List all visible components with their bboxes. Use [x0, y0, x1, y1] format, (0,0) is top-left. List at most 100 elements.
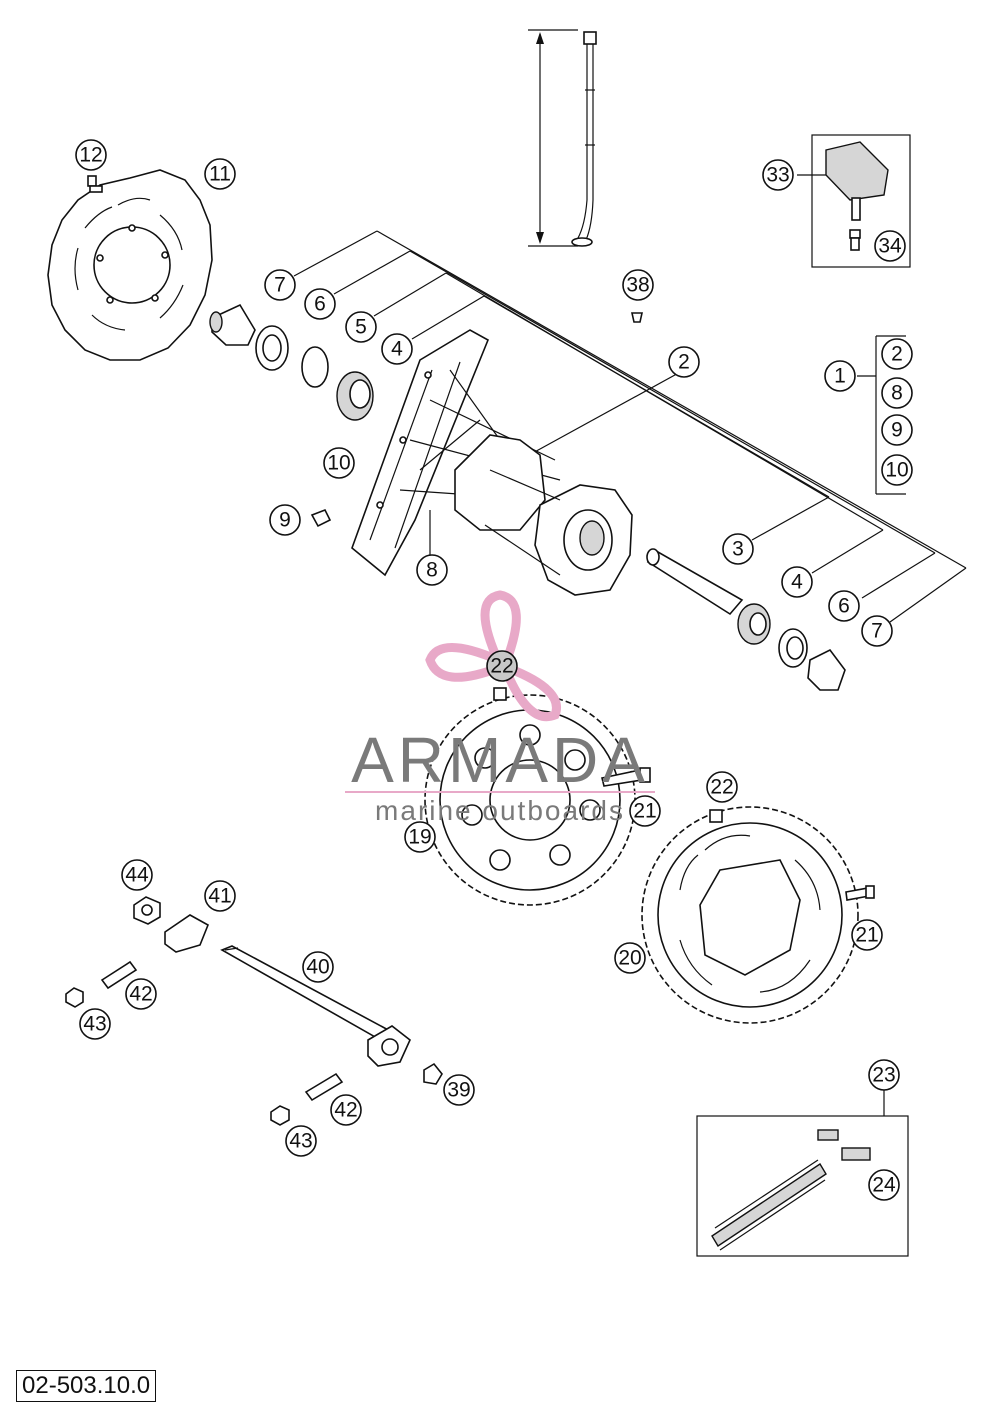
callout-label: 41: [208, 885, 231, 908]
axle-sleeve: [646, 548, 744, 616]
callout-label: 7: [274, 274, 286, 297]
sprocket-bolt-right: [845, 885, 875, 901]
callout-44: 44: [121, 859, 153, 891]
callout-7-left: 7: [264, 269, 296, 301]
callout-label: 39: [447, 1079, 470, 1102]
callout-label: 20: [618, 947, 641, 970]
chain-adjuster-left: [164, 914, 210, 953]
axle-nut: [133, 896, 161, 925]
callout-label: 21: [855, 924, 878, 947]
sprocket-bolt-left: [601, 767, 651, 787]
callout-label: 1: [834, 365, 846, 388]
left-seal: [255, 325, 289, 371]
callout-6-left: 6: [304, 288, 336, 320]
callout-label: 42: [129, 983, 152, 1006]
rim: [351, 329, 490, 577]
callout-43-left: 43: [79, 1008, 111, 1040]
left-spacer: [209, 303, 256, 346]
spoke: [571, 31, 597, 247]
callout-43-right: 43: [285, 1125, 317, 1157]
left-leader-lines: [293, 230, 967, 569]
chain-box: [696, 1090, 909, 1257]
callout-label: 7: [871, 620, 883, 643]
callout-19: 19: [404, 821, 436, 853]
callout-39: 39: [443, 1074, 475, 1106]
callout-2-kit: 2: [881, 338, 913, 370]
callout-8-left: 8: [416, 554, 448, 586]
callout-9-kit: 9: [881, 414, 913, 446]
right-leader-lines: [429, 369, 967, 623]
callout-label: 10: [885, 459, 908, 482]
right-spacer: [807, 648, 846, 691]
callout-label: 23: [872, 1064, 895, 1087]
callout-label: 38: [626, 274, 649, 297]
diagram-reference-code: 02-503.10.0: [16, 1370, 157, 1402]
callout-21-right: 21: [851, 919, 883, 951]
callout-label: 8: [891, 382, 903, 405]
adjuster-nut-right: [270, 1105, 290, 1126]
callout-label: 43: [289, 1130, 312, 1153]
callout-40: 40: [302, 951, 334, 983]
callout-7-right: 7: [861, 615, 893, 647]
adjuster-screw-right: [304, 1072, 344, 1102]
callout-label: 11: [209, 163, 231, 186]
callout-4-right: 4: [781, 566, 813, 598]
callout-label: 6: [314, 293, 326, 316]
callout-34: 34: [874, 230, 906, 262]
callout-label: 6: [838, 595, 850, 618]
callout-label: 12: [79, 144, 102, 167]
sprocket-left: [424, 694, 636, 906]
callout-label: 9: [891, 419, 903, 442]
sprocket-nut-left: [493, 687, 507, 701]
adjuster-screw-left: [100, 960, 138, 990]
callout-label: 42: [334, 1099, 357, 1122]
callout-label: 5: [355, 316, 367, 339]
callout-label: 4: [391, 338, 403, 361]
callout-label: 10: [327, 452, 350, 475]
callout-label: 19: [408, 826, 431, 849]
callout-3: 3: [722, 533, 754, 565]
callout-label: 22: [710, 776, 733, 799]
callout-label: 34: [878, 235, 902, 258]
callout-21-left: 21: [629, 795, 661, 827]
callout-5: 5: [345, 311, 377, 343]
callout-10-kit: 10: [881, 454, 913, 486]
callout-label: 4: [791, 571, 803, 594]
callout-label: 22: [490, 655, 513, 678]
callout-22-right: 22: [706, 771, 738, 803]
callout-label: 33: [766, 164, 789, 187]
brake-disc: [47, 169, 213, 361]
watermark-brand: ARMADA: [351, 724, 649, 796]
sprocket-right: [641, 806, 859, 1024]
callout-1: 1: [824, 360, 856, 392]
callout-42-right: 42: [330, 1094, 362, 1126]
callout-label: 8: [426, 559, 438, 582]
disc-bolt: [87, 175, 103, 193]
callout-label: 44: [125, 864, 149, 887]
right-seal: [778, 628, 808, 668]
hub: [454, 434, 633, 596]
callout-9-left: 9: [269, 504, 301, 536]
callout-42-left: 42: [125, 978, 157, 1010]
callout-41: 41: [204, 880, 236, 912]
spoke-dimension-arrow: [528, 29, 578, 247]
rim-nipple: [310, 508, 332, 528]
sprocket-nut-right: [709, 809, 723, 823]
callout-label: 2: [891, 343, 903, 366]
callout-6-right: 6: [828, 590, 860, 622]
callout-label: 40: [306, 956, 329, 979]
callout-23: 23: [868, 1059, 900, 1091]
valve-small-part: [631, 312, 643, 323]
callout-label: 9: [279, 509, 291, 532]
valve-box: [797, 134, 911, 268]
callout-38: 38: [622, 269, 654, 301]
watermark-tagline: marine outboards: [375, 795, 625, 826]
callout-10-left: 10: [323, 447, 355, 479]
callout-label: 3: [732, 538, 744, 561]
circlip: [301, 346, 329, 388]
callout-label: 21: [633, 800, 656, 823]
callout-20: 20: [614, 942, 646, 974]
callout-12: 12: [75, 139, 107, 171]
callout-label: 43: [83, 1013, 106, 1036]
